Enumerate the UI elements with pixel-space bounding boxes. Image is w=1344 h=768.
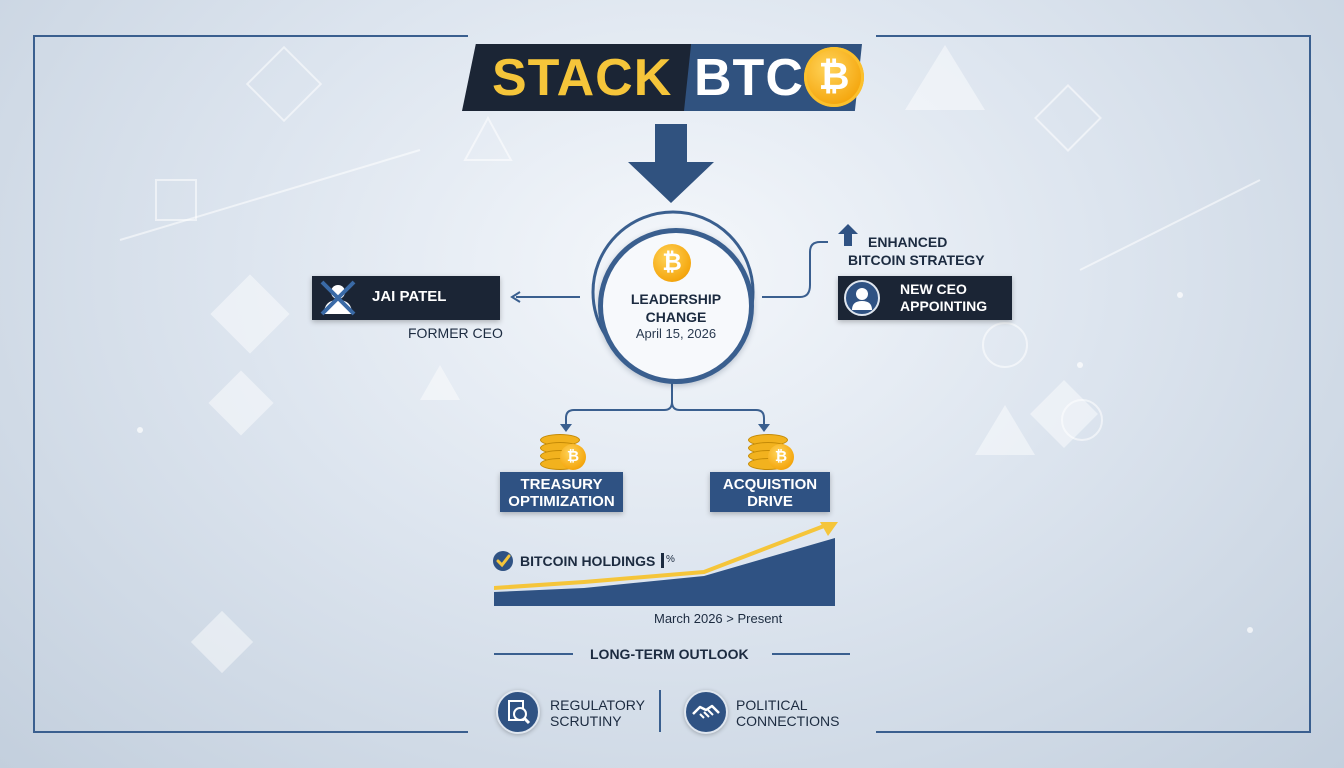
political-line2: CONNECTIONS [736, 713, 840, 729]
political-line1: POLITICAL [736, 697, 808, 713]
bitcoin-coin-icon: ₿ [653, 244, 691, 282]
new-ceo-box: NEW CEO APPOINTING [838, 276, 1012, 320]
coin-stack-icon: ₿ [540, 434, 588, 474]
new-ceo-line2: APPOINTING [900, 298, 988, 314]
center-title-line1: LEADERSHIP [630, 291, 722, 307]
acquisition-line1: ACQUISTION [722, 476, 818, 493]
former-ceo-label: FORMER CEO [408, 325, 503, 341]
coin-stack-icon: ₿ [748, 434, 796, 474]
strategy-line2: BITCOIN STRATEGY [848, 252, 985, 268]
checkmark-icon [493, 551, 513, 571]
treasury-optimization-box: TREASURY OPTIMIZATION [500, 472, 623, 512]
holdings-marker-bar [661, 553, 664, 568]
regulatory-line2: SCRUTINY [550, 713, 622, 729]
crossed-person-icon [320, 280, 356, 316]
person-icon [844, 280, 880, 316]
logo-word-btc: BTC [694, 49, 804, 107]
holdings-growth-chart [494, 522, 838, 606]
logo-word-stack: STACK [492, 49, 673, 107]
long-term-outlook-title: LONG-TERM OUTLOOK [590, 646, 749, 662]
center-title-line2: CHANGE [645, 309, 707, 325]
down-arrow [628, 124, 714, 203]
strategy-line1: ENHANCED [868, 234, 948, 250]
regulatory-scrutiny-label: REGULATORY SCRUTINY [550, 697, 645, 729]
stack-btc-logo: STACK BTC ₿ [462, 44, 864, 111]
regulatory-line1: REGULATORY [550, 697, 645, 713]
logo-dark-panel [462, 44, 692, 111]
handshake-icon [684, 690, 728, 734]
holdings-period: March 2026 > Present [654, 611, 783, 626]
acquisition-drive-box: ACQUISTION DRIVE [710, 472, 830, 512]
acquisition-line2: DRIVE [747, 493, 793, 510]
bitcoin-coin-icon: ₿ [804, 47, 864, 107]
former-ceo-name: JAI PATEL [372, 288, 447, 305]
treasury-line2: OPTIMIZATION [508, 493, 615, 510]
new-ceo-text: NEW CEO APPOINTING [900, 281, 987, 315]
political-connections-label: POLITICAL CONNECTIONS [736, 697, 839, 729]
former-ceo-box: JAI PATEL [312, 276, 500, 320]
treasury-line1: TREASURY [520, 476, 603, 493]
leadership-change-title: LEADERSHIP CHANGE [603, 290, 749, 326]
bitcoin-holdings-label: BITCOIN HOLDINGS [520, 553, 656, 569]
leadership-change-node [598, 228, 754, 384]
new-ceo-line1: NEW CEO [900, 281, 967, 297]
leadership-change-date: April 15, 2026 [635, 326, 717, 341]
holdings-percent-mark: % [666, 554, 675, 565]
magnifier-document-icon [496, 690, 540, 734]
